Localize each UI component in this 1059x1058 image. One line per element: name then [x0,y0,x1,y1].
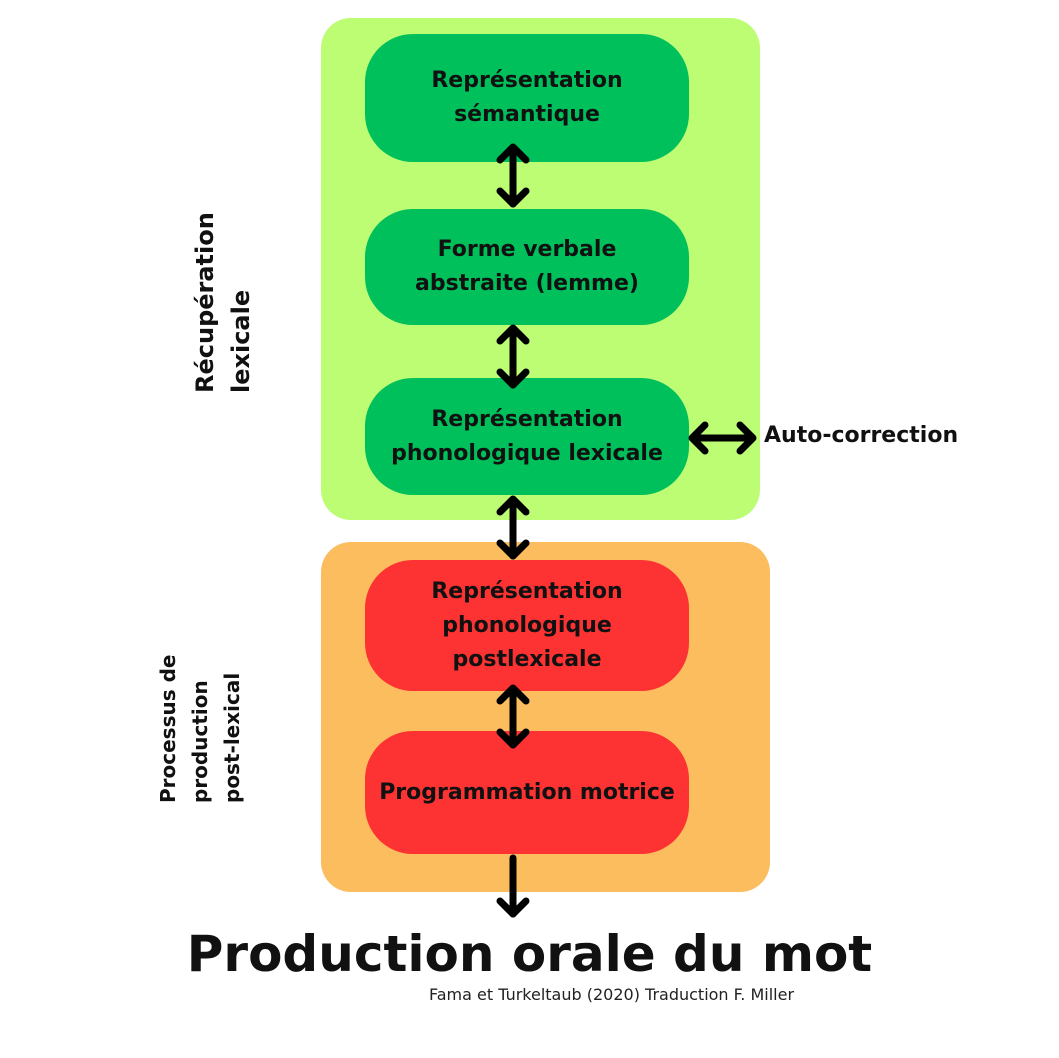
bidirectional-arrow-autocorrection [688,421,757,455]
output-arrow [496,854,530,918]
output-title: Production orale du mot [186,925,873,983]
postlexical-phonological-text: Représentation phonologique postlexicale [431,578,623,672]
bidirectional-arrow-postlex-motor [496,684,530,749]
lemma-node: Forme verbale abstraite (lemme) [365,209,689,325]
lexical-phonological-node: Représentation phonologique lexicale [365,378,689,495]
motor-programming-node: Programmation motrice [365,731,689,854]
semantic-representation-node: Représentation sémantique [365,34,689,162]
bidirectional-arrow-semantic-lemma [496,143,530,208]
auto-correction-label: Auto-correction [764,423,959,448]
postlexical-phonological-node: Représentation phonologique postlexicale [365,560,689,691]
bidirectional-arrow-phon-postlex [496,495,530,560]
motor-programming-text: Programmation motrice [379,779,675,805]
lexical-phonological-text: Représentation phonologique lexicale [391,406,663,466]
lemma-text: Forme verbale abstraite (lemme) [415,237,639,296]
semantic-representation-text: Représentation sémantique [431,68,623,127]
bidirectional-arrow-lemma-phon [496,324,530,389]
credit-text: Fama et Turkeltaub (2020) Traduction F. … [429,985,795,1004]
